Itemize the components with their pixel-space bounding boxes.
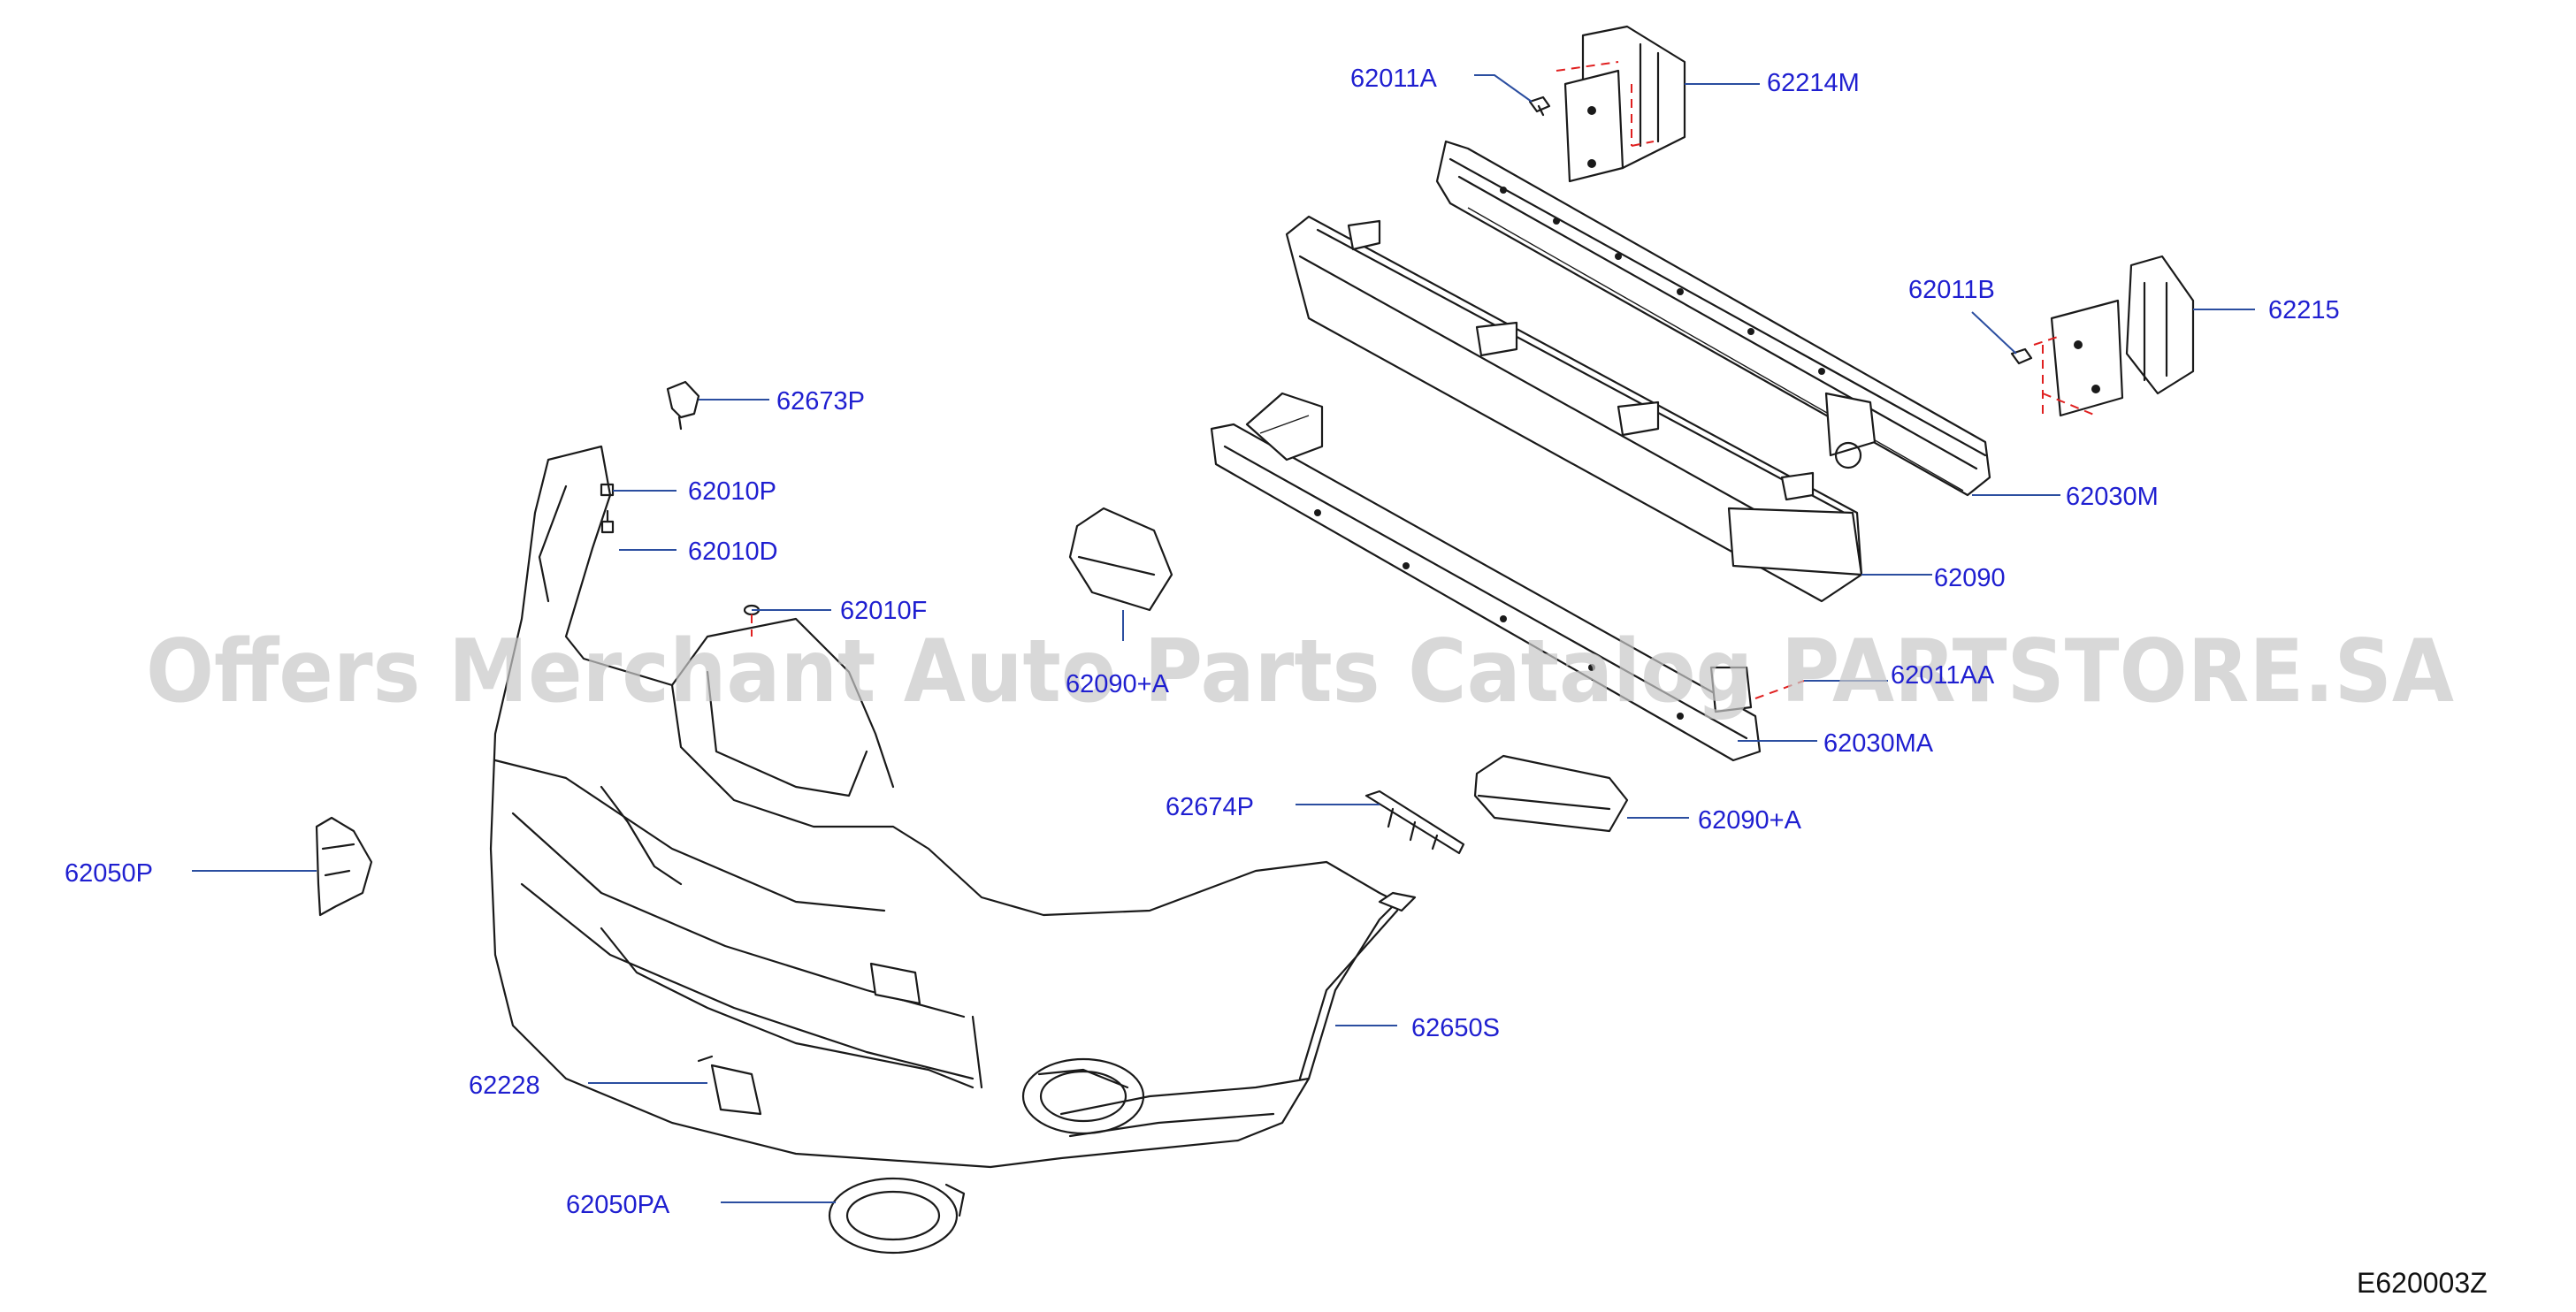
part-label[interactable]: 62050PA bbox=[566, 1191, 670, 1219]
energy-absorber-part bbox=[1285, 215, 1863, 603]
part-label[interactable]: 62011B bbox=[1908, 276, 1995, 304]
part-label[interactable]: 62030MA bbox=[1823, 729, 1934, 758]
part-labels: 62011A 62214M 62011B 62215 62673P 62010P… bbox=[65, 65, 2340, 1219]
part-label[interactable]: 62650S bbox=[1411, 1014, 1500, 1042]
absorber-block-left-part bbox=[1068, 507, 1173, 612]
bolt-62011a-part bbox=[1528, 95, 1551, 117]
screw-62010d-part bbox=[600, 509, 615, 534]
part-label[interactable]: 62090+A bbox=[1698, 806, 1802, 835]
lower-reinforcement-part bbox=[1210, 392, 1805, 762]
part-label[interactable]: 62030M bbox=[2066, 483, 2159, 511]
part-label[interactable]: 62215 bbox=[2268, 296, 2340, 324]
bracket-right-part bbox=[2033, 255, 2195, 417]
diagram-code: E620003Z bbox=[2357, 1267, 2488, 1299]
part-label[interactable]: 62011A bbox=[1350, 65, 1437, 93]
part-label[interactable]: 62214M bbox=[1767, 69, 1860, 97]
side-cover-part bbox=[315, 816, 373, 917]
watermark-text: Offers Merchant Auto Parts Catalog PARTS… bbox=[146, 622, 2454, 722]
part-label[interactable]: 62010F bbox=[840, 597, 927, 625]
part-label[interactable]: 62010D bbox=[688, 538, 778, 566]
fog-lamp-finisher-part bbox=[828, 1177, 966, 1255]
part-label[interactable]: 62010P bbox=[688, 477, 776, 506]
part-label[interactable]: 62228 bbox=[469, 1072, 540, 1100]
part-label[interactable]: 62674P bbox=[1166, 793, 1254, 821]
bumper-fascia-part bbox=[489, 445, 1417, 1169]
part-label[interactable]: 62050P bbox=[65, 859, 153, 888]
leader-lines bbox=[192, 74, 2255, 1203]
absorber-block-right-part bbox=[1473, 754, 1629, 833]
upper-reinforcement-part bbox=[1435, 140, 1991, 497]
part-label[interactable]: 62673P bbox=[776, 387, 865, 416]
tow-hook-cover-part bbox=[697, 1055, 762, 1116]
clip-62673p-part bbox=[666, 380, 700, 431]
bracket-left-part bbox=[1556, 25, 1686, 183]
part-label[interactable]: 62090 bbox=[1934, 564, 2006, 592]
clip-62010p-part bbox=[600, 483, 615, 497]
part-label[interactable]: 62090+A bbox=[1066, 670, 1170, 698]
retainer-part bbox=[1364, 789, 1465, 855]
part-label[interactable]: 62011AA bbox=[1891, 661, 1995, 690]
bolt-62011b-part bbox=[2010, 347, 2033, 365]
